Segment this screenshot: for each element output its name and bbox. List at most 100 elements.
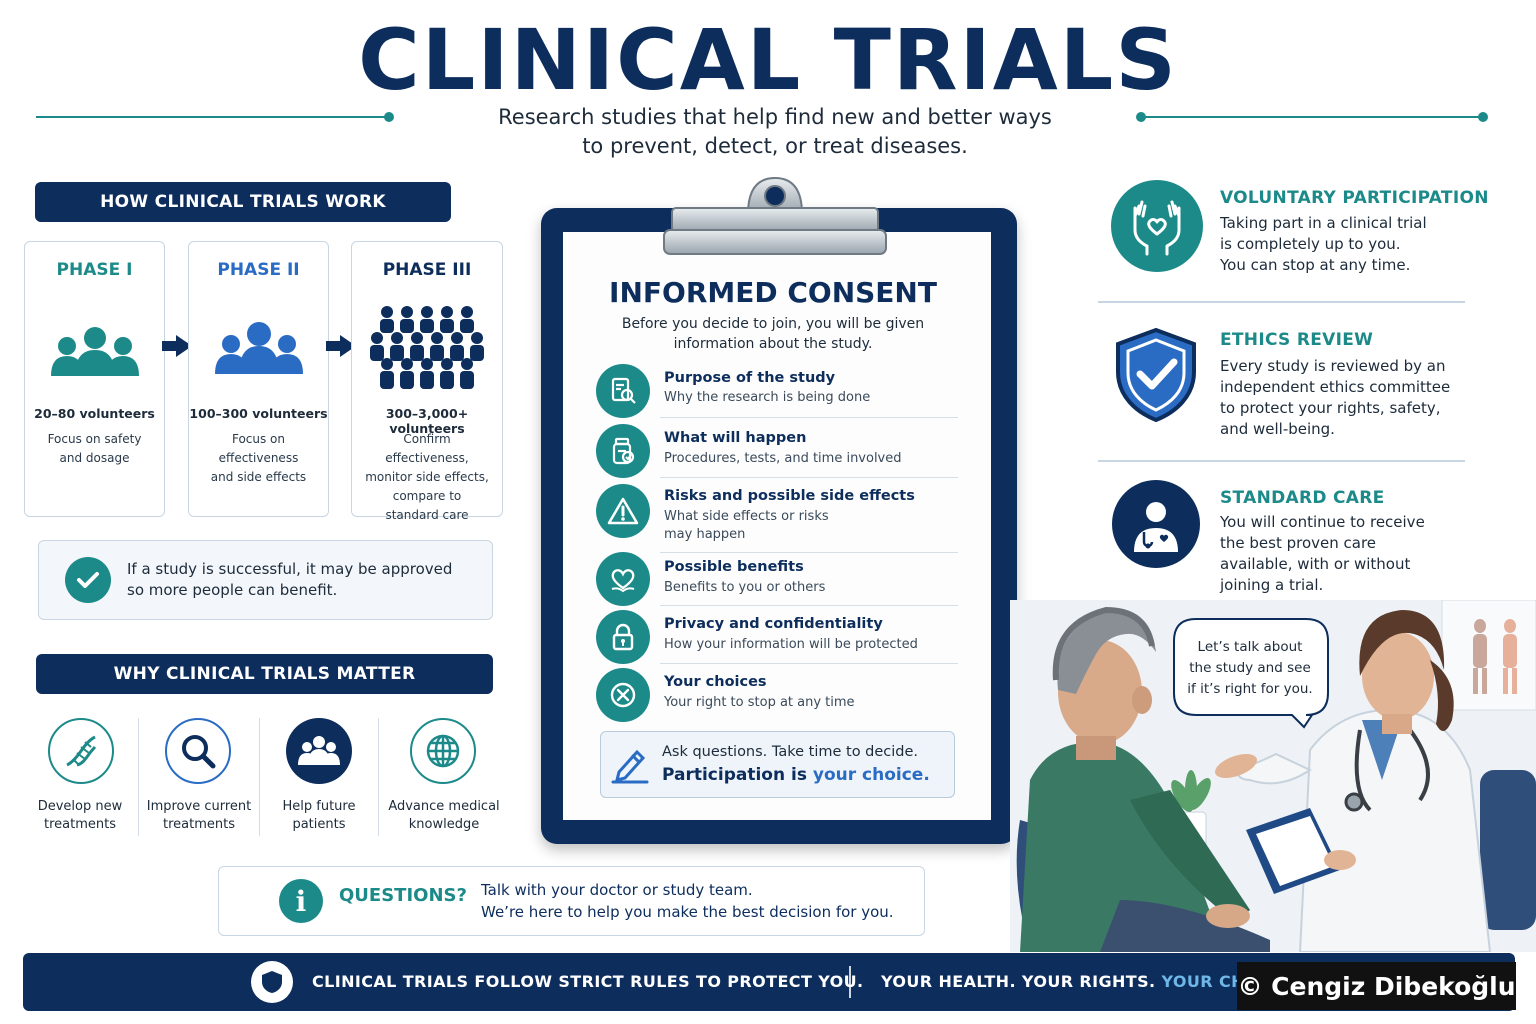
why-label-line: treatments bbox=[44, 817, 116, 832]
divider bbox=[660, 605, 958, 606]
divider bbox=[660, 417, 958, 418]
copyright-watermark: © Cengiz Dibekoğlu bbox=[1237, 962, 1516, 1010]
title-divider-dot bbox=[1136, 112, 1146, 122]
why-label-line: patients bbox=[292, 817, 346, 832]
heart-hand-icon bbox=[596, 552, 650, 606]
title-divider-left bbox=[36, 116, 388, 118]
speech-text-line: if it’s right for you. bbox=[1187, 681, 1313, 697]
phase-description: Focus on effectiveness and side effects bbox=[197, 430, 320, 487]
phase-description-line: and side effects bbox=[210, 470, 307, 484]
warning-icon bbox=[596, 484, 650, 538]
consent-item-title: Risks and possible side effects bbox=[664, 488, 915, 504]
ethics-text-line: and well-being. bbox=[1220, 420, 1335, 438]
consent-item-privacy: Privacy and confidentiality How your inf… bbox=[596, 610, 958, 664]
consent-item-title: Privacy and confidentiality bbox=[664, 616, 883, 632]
phase-description: Confirm effectiveness, monitor side effe… bbox=[360, 430, 494, 525]
consent-item-risks: Risks and possible side effects What sid… bbox=[596, 484, 958, 554]
ask-questions-note: Ask questions. Take time to decide. Part… bbox=[600, 731, 955, 798]
why-label-line: Improve current bbox=[146, 799, 252, 814]
standard-care-text-line: You will continue to receive bbox=[1220, 513, 1425, 531]
phase-description-line: Focus on effectiveness bbox=[218, 432, 299, 465]
why-label-line: Help future bbox=[282, 799, 356, 814]
voluntary-text-line: You can stop at any time. bbox=[1220, 256, 1411, 274]
consent-item-description: Procedures, tests, and time involved bbox=[664, 451, 902, 466]
consultation-illustration bbox=[1010, 600, 1536, 952]
ethics-heading: ETHICS REVIEW bbox=[1220, 330, 1374, 350]
speech-text-line: the study and see bbox=[1189, 660, 1311, 676]
dna-icon bbox=[48, 718, 114, 784]
why-trials-matter-heading: WHY CLINICAL TRIALS MATTER bbox=[36, 654, 493, 694]
ask-choice-text: Participation is bbox=[662, 765, 813, 785]
document-search-icon bbox=[596, 364, 650, 418]
questions-label: QUESTIONS? bbox=[339, 885, 467, 906]
why-label: Help future patients bbox=[260, 798, 378, 834]
voluntary-text: Taking part in a clinical trial is compl… bbox=[1220, 213, 1427, 276]
ask-choice-emphasis: your choice. bbox=[812, 765, 930, 785]
consent-item-title: What will happen bbox=[664, 430, 807, 446]
consent-item-purpose: Purpose of the study Why the research is… bbox=[596, 364, 958, 418]
voluntary-text-line: Taking part in a clinical trial bbox=[1220, 214, 1427, 232]
why-label: Develop new treatments bbox=[22, 798, 138, 834]
why-item-help: Help future patients bbox=[260, 718, 378, 848]
phase-description-line: and dosage bbox=[59, 451, 130, 465]
phase-volunteers: 300–3,000+ volunteers bbox=[385, 406, 469, 436]
x-circle-icon bbox=[596, 668, 650, 722]
questions-box: i QUESTIONS? Talk with your doctor or st… bbox=[218, 866, 925, 936]
phase-description-line: monitor side effects, bbox=[365, 470, 489, 484]
title-divider-dot bbox=[1478, 112, 1488, 122]
speech-text-line: Let’s talk about bbox=[1197, 639, 1303, 655]
why-label-line: Develop new bbox=[37, 799, 123, 814]
title-divider-right bbox=[1140, 116, 1484, 118]
consent-item-title: Purpose of the study bbox=[664, 370, 836, 386]
phase-title: PHASE I bbox=[56, 260, 133, 280]
ethics-text-line: Every study is reviewed by an bbox=[1220, 357, 1446, 375]
small-group-icon bbox=[25, 314, 164, 404]
phase-card-1: PHASE I 20–80 volunteers Focus on safety… bbox=[24, 241, 165, 517]
consent-item-description: Your right to stop at any time bbox=[664, 695, 855, 710]
ask-line: Ask questions. Take time to decide. bbox=[662, 744, 919, 760]
consent-item-title: Possible benefits bbox=[664, 559, 804, 575]
footer-slogan-emphasis: YOUR CHO bbox=[1161, 972, 1259, 991]
ethics-text: Every study is reviewed by an independen… bbox=[1220, 356, 1450, 440]
consent-item-benefits: Possible benefits Benefits to you or oth… bbox=[596, 552, 958, 606]
people-icon bbox=[286, 718, 352, 784]
page-title: CLINICAL TRIALS bbox=[358, 11, 1178, 109]
footer-slogan-text: YOUR HEALTH. YOUR RIGHTS. bbox=[881, 972, 1162, 991]
why-label: Advance medical knowledge bbox=[380, 798, 508, 834]
how-trials-work-heading: HOW CLINICAL TRIALS WORK bbox=[35, 182, 451, 222]
why-item-advance: Advance medical knowledge bbox=[380, 718, 508, 848]
consent-item-description: Why the research is being done bbox=[664, 390, 871, 405]
doctor-icon bbox=[1112, 480, 1200, 568]
divider bbox=[138, 718, 139, 836]
medicine-bottle-icon bbox=[596, 424, 650, 478]
why-item-improve: Improve current treatments bbox=[139, 718, 259, 848]
ask-choice-line: Participation is your choice. bbox=[662, 765, 930, 785]
phase-description-line: standard care bbox=[385, 508, 469, 522]
consent-item-description-line: What side effects or risks bbox=[664, 509, 829, 524]
consent-intro: Before you decide to join, you will be g… bbox=[600, 314, 946, 354]
divider bbox=[660, 477, 958, 478]
consent-intro-line: Before you decide to join, you will be g… bbox=[621, 316, 925, 332]
magnifier-icon bbox=[165, 718, 231, 784]
voluntary-heading: VOLUNTARY PARTICIPATION bbox=[1220, 188, 1489, 208]
info-icon: i bbox=[279, 879, 323, 923]
consent-item-choices: Your choices Your right to stop at any t… bbox=[596, 668, 958, 722]
pen-icon bbox=[611, 744, 649, 788]
standard-care-heading: STANDARD CARE bbox=[1220, 488, 1385, 508]
divider bbox=[1098, 301, 1465, 303]
questions-text: Talk with your doctor or study team. We’… bbox=[481, 879, 894, 923]
consent-item-title: Your choices bbox=[664, 674, 767, 690]
why-label-line: treatments bbox=[163, 817, 235, 832]
phase-volunteers: 100–300 volunteers bbox=[189, 406, 328, 421]
consent-item-description-line: may happen bbox=[664, 527, 746, 542]
page-subtitle: Research studies that help find new and … bbox=[468, 103, 1082, 161]
why-item-develop: Develop new treatments bbox=[22, 718, 138, 848]
consent-item-description: Benefits to you or others bbox=[664, 580, 826, 595]
phase-title: PHASE III bbox=[382, 260, 472, 280]
footer-rules-text: CLINICAL TRIALS FOLLOW STRICT RULES TO P… bbox=[312, 972, 864, 991]
phase-card-2: PHASE II 100–300 volunteers Focus on eff… bbox=[188, 241, 329, 517]
phase-description-line: Focus on safety bbox=[47, 432, 142, 446]
medium-group-icon bbox=[189, 314, 328, 404]
subtitle-line: to prevent, detect, or treat diseases. bbox=[582, 134, 968, 158]
subtitle-line: Research studies that help find new and … bbox=[498, 105, 1052, 129]
